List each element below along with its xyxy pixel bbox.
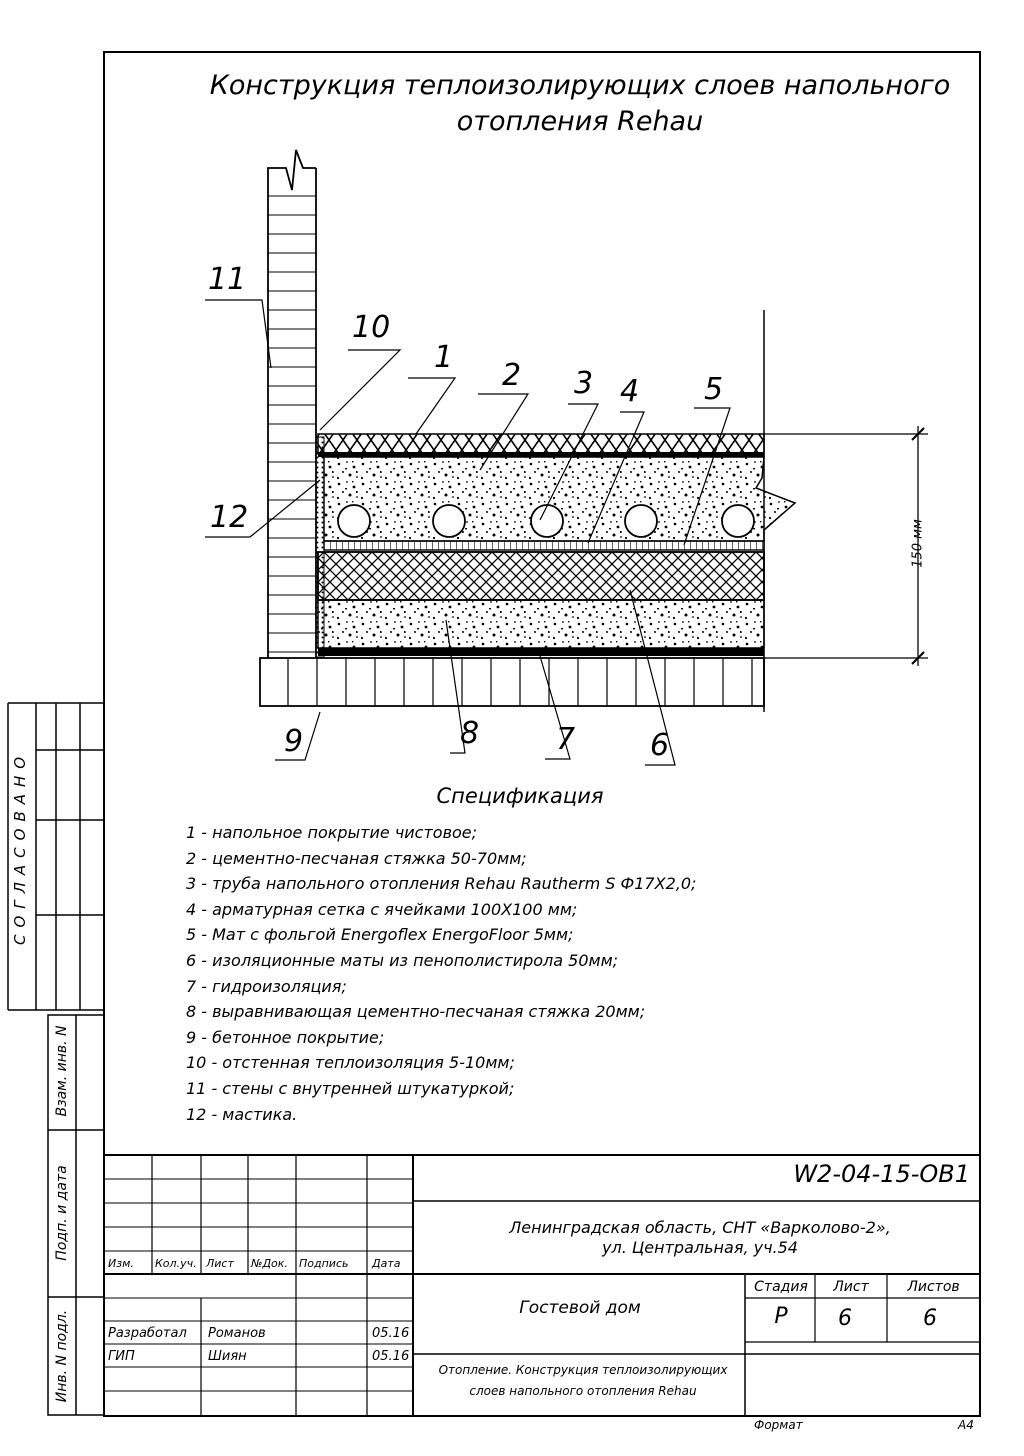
vzam-inv-label: Взам. инв. N — [54, 1025, 70, 1117]
header-podpis: Подпись — [299, 1257, 349, 1270]
sheet-header: Лист — [833, 1279, 869, 1295]
name-developed: Романов — [208, 1326, 266, 1341]
sheet-frame — [103, 51, 981, 1417]
callout-7: 7 — [556, 722, 576, 757]
dimension-label: 150 мм — [910, 519, 926, 568]
spec-item: 1 - напольное покрытие чистовое; — [186, 823, 478, 842]
spec-item: 6 - изоляционные маты из пенополистирола… — [186, 950, 619, 970]
date-developed: 05.16 — [372, 1326, 410, 1341]
title-block-frame — [104, 1154, 980, 1415]
specification-title: Спецификация — [436, 784, 604, 808]
spec-item: 2 - цементно-песчаная стяжка 50-70мм; — [186, 848, 527, 868]
header-list: Лист — [206, 1257, 234, 1270]
podp-data-label: Подп. и дата — [54, 1165, 70, 1261]
header-kol-uch: Кол.уч. — [155, 1257, 197, 1270]
pipe-5 — [721, 504, 755, 538]
sheet-value: 6 — [838, 1306, 852, 1331]
role-developed: Разработал — [108, 1326, 187, 1341]
specification-list: 1 - напольное покрытие чистовое; 2 - цем… — [186, 820, 696, 1127]
layer-5-foil-mat — [323, 540, 765, 551]
date-gip: 05.16 — [372, 1349, 410, 1364]
spec-item: 7 - гидроизоляция; — [186, 976, 347, 996]
wall-11 — [267, 149, 317, 658]
address-line2: ул. Центральная, уч.54 — [602, 1238, 798, 1257]
spec-item: 5 - Мат с фольгой Energoflex EnergoFloor… — [186, 925, 574, 945]
spec-item: 4 - арматурная сетка с ячейками 100Х100 … — [186, 899, 578, 919]
callout-1: 1 — [434, 340, 454, 375]
callout-4: 4 — [620, 374, 640, 409]
callout-5: 5 — [704, 372, 724, 407]
drawing-title-line2: отопления Rehau — [456, 106, 704, 137]
header-n-dok: №Док. — [251, 1257, 288, 1270]
header-data: Дата — [372, 1257, 401, 1270]
callout-2: 2 — [502, 358, 522, 393]
object-name: Гостевой дом — [519, 1298, 641, 1318]
callout-8: 8 — [460, 716, 480, 751]
header-izm: Изм. — [108, 1257, 134, 1270]
layer-9-concrete — [259, 657, 765, 707]
role-gip: ГИП — [108, 1349, 135, 1364]
drawing-name-line2: слоев напольного отопления Rehau — [469, 1384, 697, 1398]
format-label: Формат — [754, 1418, 803, 1432]
sheets-header: Листов — [907, 1279, 960, 1295]
pipe-2 — [432, 504, 466, 538]
spec-item: 10 - отстенная теплоизоляция 5-10мм; — [186, 1053, 515, 1073]
pipe-1 — [337, 504, 371, 538]
layer-7-waterproofing — [318, 648, 764, 656]
sheets-value: 6 — [923, 1306, 937, 1331]
layer-6-eps — [317, 551, 765, 601]
callout-9: 9 — [284, 724, 304, 759]
side-stamp — [7, 702, 105, 1416]
spec-item: 11 - стены с внутренней штукатуркой; — [186, 1078, 515, 1098]
agreed-label: СОГЛАСОВАНО — [11, 749, 29, 945]
dimension-150mm — [764, 426, 928, 666]
drawing-code: W2-04-15-ОВ1 — [793, 1160, 970, 1188]
callout-10: 10 — [352, 310, 391, 345]
spec-item: 9 - бетонное покрытие; — [186, 1027, 385, 1047]
floor-section — [205, 149, 928, 766]
callout-12: 12 — [210, 500, 249, 535]
layer-1-underlay — [318, 452, 764, 457]
spec-item: 12 - мастика. — [186, 1104, 298, 1124]
callout-3: 3 — [574, 366, 594, 401]
layer-8-leveling-screed — [317, 599, 765, 649]
pipe-4 — [624, 504, 658, 538]
layer-1-finish — [317, 433, 765, 455]
pipe-3 — [530, 504, 564, 538]
leader-lines — [205, 299, 731, 766]
stage-header: Стадия — [754, 1279, 808, 1295]
pipes-3 — [337, 504, 755, 538]
name-gip: Шиян — [208, 1349, 247, 1364]
format-value: А4 — [958, 1418, 974, 1432]
drawing-name-line1: Отопление. Конструкция теплоизолирующих — [438, 1363, 728, 1377]
drawing-title-line1: Конструкция теплоизолирующих слоев напол… — [209, 70, 951, 101]
stage-value: Р — [774, 1304, 788, 1329]
spec-item: 3 - труба напольного отопления Rehau Rau… — [186, 874, 697, 894]
inv-podl-label: Инв. N подл. — [54, 1309, 70, 1403]
callout-11: 11 — [208, 262, 247, 297]
address-line1: Ленинградская область, СНТ «Варколово-2»… — [509, 1218, 891, 1237]
spec-item: 8 - выравнивающая цементно-песчаная стяж… — [186, 1002, 646, 1022]
callout-6: 6 — [650, 728, 670, 763]
